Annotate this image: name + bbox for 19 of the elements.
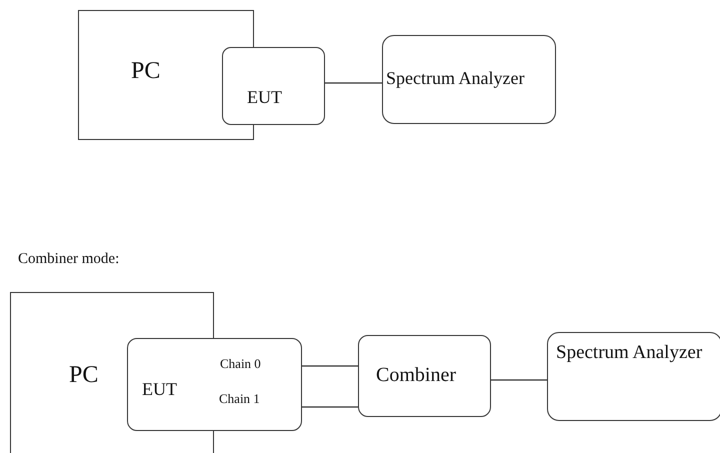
node-label: Combiner xyxy=(376,365,456,385)
device-box xyxy=(222,47,325,125)
node-label: EUT xyxy=(142,380,177,398)
analyzer-box xyxy=(382,35,556,124)
connector-line xyxy=(302,365,358,367)
section-label: Combiner mode: xyxy=(18,252,120,267)
analyzer-box xyxy=(547,332,720,421)
node-label: PC xyxy=(131,59,160,83)
node-label: PC xyxy=(69,363,98,387)
device-box xyxy=(127,338,302,431)
combiner-box xyxy=(358,335,491,417)
port-label: Chain 0 xyxy=(220,357,261,370)
node-label: Spectrum Analyzer xyxy=(386,69,524,87)
node-label: EUT xyxy=(247,88,282,106)
connector-line xyxy=(491,379,547,381)
connector-line xyxy=(325,82,382,84)
connector-line xyxy=(302,406,358,408)
node-label: Spectrum Analyzer xyxy=(556,343,702,362)
port-label: Chain 1 xyxy=(219,392,260,405)
